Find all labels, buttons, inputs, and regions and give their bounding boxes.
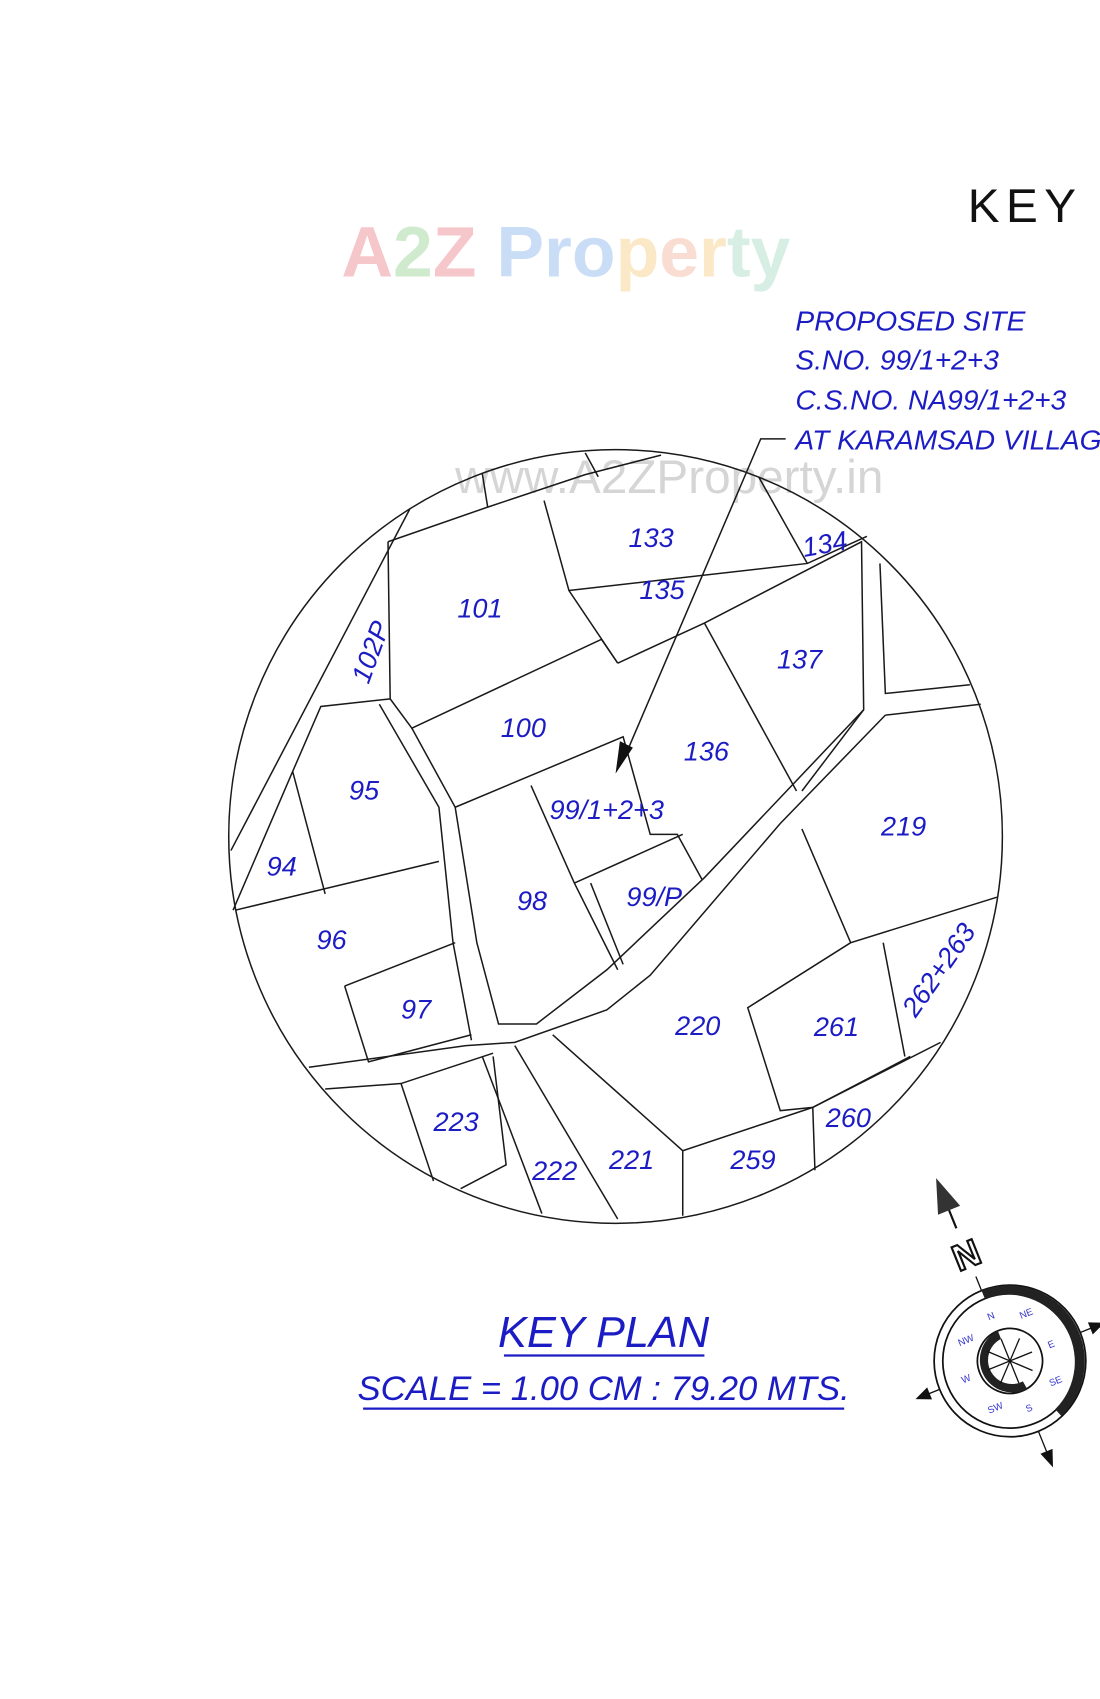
compass-point: NE xyxy=(1018,1306,1035,1321)
site-leader-line xyxy=(625,438,786,754)
compass-point: N xyxy=(986,1310,997,1323)
note-line: S.NO. 99/1+2+3 xyxy=(795,343,999,375)
parcel-label: 259 xyxy=(729,1144,775,1175)
parcel-labels: 133 134 135 101 102P 137 100 136 95 99/1… xyxy=(267,522,982,1186)
compass-point: SE xyxy=(1048,1374,1065,1389)
site-arrow-icon xyxy=(615,741,633,774)
parcel-label: 95 xyxy=(349,775,380,806)
parcel-label: 137 xyxy=(777,644,823,675)
parcel-label: 101 xyxy=(457,593,502,624)
north-compass: N N NE E SE S SW W NW xyxy=(915,1178,1100,1468)
note-line: C.S.NO. NA99/1+2+3 xyxy=(795,384,1066,416)
parcel-label: 135 xyxy=(639,574,685,605)
parcel-label: 134 xyxy=(800,524,850,562)
compass-point: SW xyxy=(986,1400,1005,1416)
parcel-label: 102P xyxy=(345,617,396,687)
north-label: N xyxy=(946,1231,986,1279)
parcel-label: 223 xyxy=(433,1106,479,1137)
compass-point: S xyxy=(1024,1402,1035,1415)
site-note: PROPOSED SITE S.NO. 99/1+2+3 C.S.NO. NA9… xyxy=(793,304,1100,455)
parcel-label: 96 xyxy=(316,924,347,955)
key-plan-circle xyxy=(227,448,1004,1225)
parcel-label: 262+263 xyxy=(895,917,982,1023)
scale-text: SCALE = 1.00 CM : 79.20 MTS. xyxy=(358,1370,850,1408)
note-line: AT KARAMSAD VILLAGE xyxy=(793,424,1100,456)
parcel-label: 100 xyxy=(501,712,546,743)
parcel-label: 94 xyxy=(267,851,297,882)
key-heading: KEY xyxy=(968,180,1083,233)
parcel-label: 261 xyxy=(813,1011,859,1042)
parcel-label: 221 xyxy=(608,1144,654,1175)
parcel-label: 260 xyxy=(825,1102,871,1133)
north-arrow-icon xyxy=(936,1178,961,1215)
parcel-label: 220 xyxy=(674,1010,720,1041)
compass-point: NW xyxy=(957,1332,977,1349)
parcel-label: 97 xyxy=(401,994,432,1025)
watermark-logo: A2Z Property xyxy=(341,212,790,292)
compass-point: E xyxy=(1046,1338,1057,1351)
parcel-label: 219 xyxy=(880,810,926,841)
key-plan-title: KEY PLAN xyxy=(498,1309,710,1357)
compass-point: W xyxy=(960,1372,973,1386)
parcel-label: 136 xyxy=(684,736,730,767)
parcel-label: 222 xyxy=(531,1155,577,1186)
parcel-label: 98 xyxy=(517,885,547,916)
parcel-label: 133 xyxy=(629,522,674,553)
note-line: PROPOSED SITE xyxy=(795,304,1026,336)
parcel-label: 99/1+2+3 xyxy=(549,794,663,825)
parcel-label: 99/P xyxy=(626,881,682,912)
